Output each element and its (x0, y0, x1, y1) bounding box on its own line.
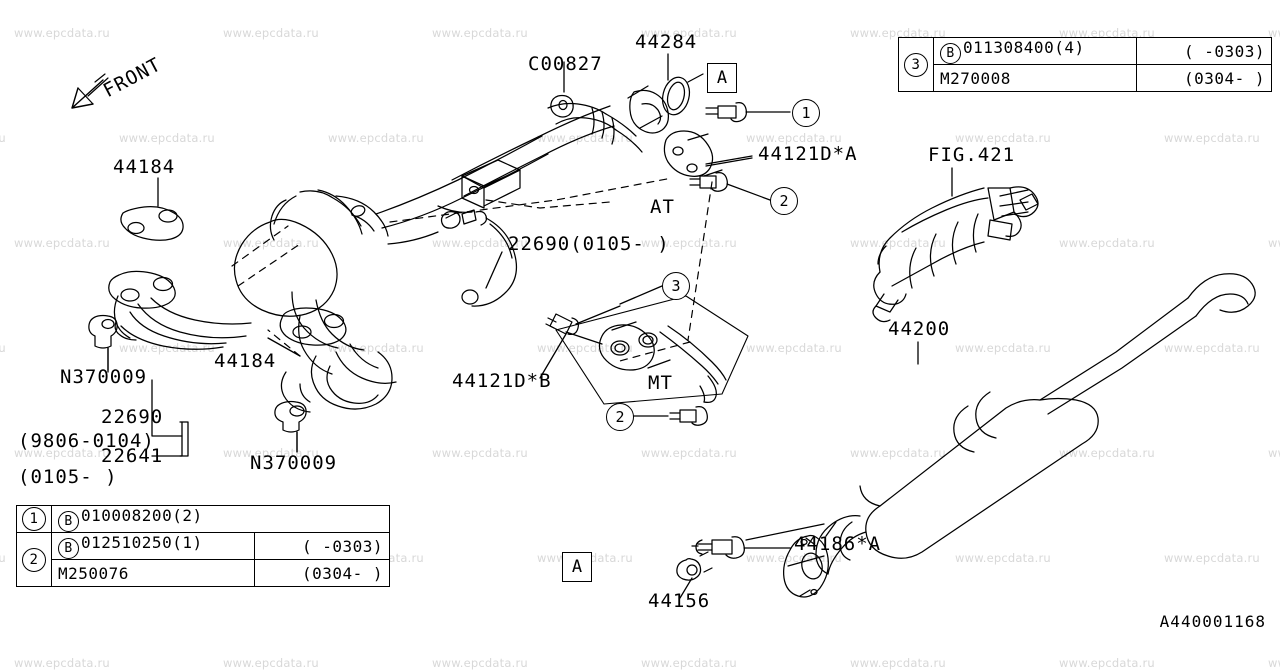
table-date-cell: (0304- ) (1136, 64, 1272, 92)
part-number-text: 012510250(1) (81, 533, 203, 552)
mt-panel-outline (555, 295, 749, 405)
label-44156: 44156 (648, 590, 711, 612)
watermark-text: www.epcdata.ru (432, 656, 528, 670)
part-number-text: 010008200(2) (81, 506, 203, 525)
table-row: M270008 (0304- ) (899, 64, 1272, 92)
label-44184-mid: 44184 (214, 350, 277, 372)
front-direction-arrow (71, 73, 109, 109)
bolt-group-2-at (689, 172, 771, 201)
label-22690-group: 22690 (101, 406, 164, 428)
label-22690-group-range: (9806-0104) (18, 430, 155, 452)
label-44121d-a: 44121D*A (758, 143, 858, 165)
table-date-cell: ( -0303) (1136, 37, 1272, 65)
watermark-text: www.epcdata.ru (1059, 656, 1155, 670)
label-mt: MT (648, 372, 673, 394)
label-22641-group-range: (0105- ) (18, 466, 118, 488)
watermark-text: www.epcdata.ru (641, 656, 737, 670)
callout-circle-1: 1 (792, 99, 820, 127)
watermark-text: www.epcdata.ru (223, 656, 319, 670)
label-44121d-b: 44121D*B (452, 370, 552, 392)
watermark-text: www.epcdata.ru (1268, 656, 1280, 670)
label-n370009-mid: N370009 (250, 452, 338, 474)
muffler-44200 (783, 273, 1256, 598)
table-part-number-cell: M250076 (51, 559, 255, 587)
exhaust-manifold-assembly (108, 105, 615, 413)
sheet-code: A440001168 (1159, 612, 1266, 631)
callout-box-a-bottom: A (562, 552, 592, 582)
table-date-cell: ( -0303) (254, 532, 390, 560)
oxygen-sensor-22690-at (437, 159, 521, 307)
callout-box-a-top: A (707, 63, 737, 93)
technical-drawing (71, 53, 1256, 599)
table-index-cell: 2 (16, 532, 52, 587)
nut-n370009-mid (274, 400, 307, 453)
label-44200: 44200 (888, 318, 951, 340)
index-circle: 2 (22, 547, 46, 572)
front-pipe-upper (547, 85, 669, 153)
table-index-cell: 1 (16, 505, 52, 533)
bracket-44121d-a (663, 130, 753, 177)
label-at: AT (650, 196, 675, 218)
brand-circle-b: B (58, 511, 79, 532)
part-number-text: 011308400(4) (963, 38, 1085, 57)
index-circle: 1 (22, 507, 46, 531)
table-date-cell: (0304- ) (254, 559, 390, 587)
table-row: M250076 (0304- ) (17, 559, 390, 587)
table-part-number-cell: M270008 (933, 64, 1137, 92)
bolt-44186a (691, 536, 791, 559)
leader-lines (107, 53, 953, 457)
seal-ring-44284 (661, 73, 704, 116)
dashed-leader-lines (231, 177, 713, 363)
label-44184-upper: 44184 (113, 156, 176, 178)
bolt-group-2-mt (631, 406, 708, 426)
callout-circle-3: 3 (662, 272, 690, 300)
index-circle: 3 (904, 52, 928, 77)
watermark-text: www.epcdata.ru (850, 656, 946, 670)
nut-n370009-left (88, 314, 118, 371)
leader-44186a-2 (745, 523, 825, 541)
bracket-44121d-b (565, 321, 671, 371)
label-44186-a: 44186*A (794, 533, 882, 555)
leader-flange (825, 521, 837, 537)
label-22641-group: 22641 (101, 445, 164, 467)
callout-circle-2-at: 2 (770, 187, 798, 215)
bolt-group-1-upper (705, 102, 791, 123)
label-44284: 44284 (635, 31, 698, 53)
callout-circle-2-mt: 2 (606, 403, 634, 431)
table-index-cell: 3 (898, 37, 934, 92)
watermark-text: www.epcdata.ru (14, 656, 110, 670)
brand-circle-b: B (58, 538, 79, 559)
brand-circle-b: B (940, 43, 961, 64)
nut-44156 (676, 551, 713, 599)
label-22690-at: 22690(0105- ) (508, 233, 670, 255)
label-fig421: FIG.421 (928, 144, 1016, 166)
label-c00827: C00827 (528, 53, 603, 75)
catalytic-shield-fig421 (872, 186, 1039, 323)
parts-diagram-canvas: www.epcdata.ru www.epcdata.ru www.epcdata.… (0, 26, 1280, 670)
gasket-44184-upper (120, 206, 184, 241)
label-n370009-left: N370009 (60, 366, 148, 388)
